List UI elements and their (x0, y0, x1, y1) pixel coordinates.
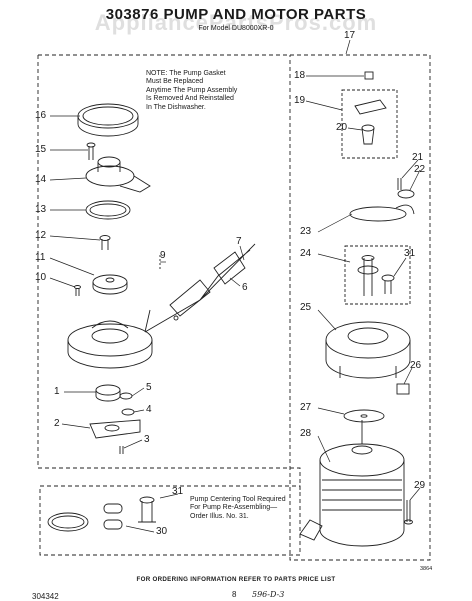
callout-1: 1 (54, 386, 60, 397)
part-23-bracket (349, 204, 415, 222)
callout-23: 23 (300, 226, 312, 237)
callout-24: 24 (300, 248, 312, 259)
callout-28: 28 (300, 428, 312, 439)
callout-17: 17 (344, 30, 356, 41)
part-14-housing (85, 156, 151, 193)
part-2-bracket (89, 419, 141, 439)
part-28-motor (299, 420, 405, 547)
callout-16: 16 (35, 110, 47, 121)
note-line: In The Dishwasher. (146, 103, 206, 111)
callout-20: 20 (336, 122, 348, 133)
part-18-nut (364, 71, 374, 80)
callout-29: 29 (414, 480, 426, 491)
part-26-clip (396, 383, 410, 395)
callout-25: 25 (300, 302, 312, 313)
callout-18: 18 (294, 70, 306, 81)
callout-22: 22 (414, 164, 426, 175)
part-30-kit (47, 503, 123, 532)
callout-21: 21 (412, 152, 424, 163)
part-11-impeller (92, 274, 128, 295)
handwritten-code: 596-D-3 (252, 590, 285, 599)
watermark: AppliancePartsPros.com (94, 10, 378, 35)
tool-note-line: Pump Centering Tool Required (190, 496, 286, 503)
callout-10: 10 (35, 272, 47, 283)
outer-frame-right (289, 54, 431, 561)
leader-lines (49, 39, 421, 533)
pump-base (67, 320, 153, 369)
part-3-screw (119, 446, 124, 454)
callout-2: 2 (54, 418, 60, 429)
part-1-seal (95, 384, 121, 402)
part-12-bolt (99, 235, 111, 250)
tool-note-line: Order Illus. No. 31. (190, 512, 249, 520)
ordering-info: FOR ORDERING INFORMATION REFER TO PARTS … (136, 576, 336, 583)
callout-9: 9 (160, 250, 166, 261)
callout-27: 27 (300, 402, 312, 413)
gasket-note: NOTE: The Pump Gasket Must Be Replaced A… (146, 70, 276, 112)
part-5-washer (119, 392, 133, 400)
callout-4: 4 (146, 404, 152, 415)
part-21-screw (397, 178, 402, 190)
callout-11: 11 (35, 252, 46, 263)
callout-5: 5 (146, 382, 152, 393)
callout-19: 19 (294, 95, 306, 106)
callout-30: 30 (156, 526, 168, 537)
part-24-group (344, 245, 411, 305)
part-9-assembly (144, 243, 256, 333)
part-16-gasket (77, 103, 139, 137)
page-number: 8 (232, 590, 237, 599)
model-subtitle: For Model DU8000XR-0 (198, 25, 274, 32)
note-line: NOTE: The Pump Gasket (146, 70, 226, 77)
part-4-ring (121, 408, 135, 416)
document-number: 304342 (32, 592, 59, 601)
callout-3: 3 (144, 434, 150, 445)
callout-13: 13 (35, 204, 47, 215)
callout-31-right: 31 (404, 248, 416, 259)
callout-31-bottom: 31 (172, 486, 184, 497)
part-25-motor-housing (325, 321, 411, 379)
callout-26: 26 (410, 360, 422, 371)
part-19-group (341, 89, 398, 159)
page-title: 303876 PUMP AND MOTOR PARTS (105, 6, 367, 23)
part-27-disc (343, 409, 385, 423)
callout-12: 12 (35, 230, 47, 241)
note-line: Must Be Replaced (146, 78, 204, 86)
part-31-tool-bottom (138, 496, 156, 523)
callout-6: 6 (242, 282, 248, 293)
part-15-screw (86, 142, 96, 160)
tool-box-frame (39, 485, 301, 556)
tool-note: Pump Centering Tool Required For Pump Re… (190, 496, 310, 521)
outer-frame-left (37, 54, 330, 492)
part-22-washer (397, 189, 415, 199)
note-line: Anytime The Pump Assembly (146, 86, 238, 94)
tool-note-line: For Pump Re-Assembling— (190, 504, 278, 512)
part-31-tool-right (381, 274, 395, 294)
callout-15: 15 (35, 144, 47, 155)
diagram-code: 3864 (420, 566, 433, 572)
callout-14: 14 (35, 174, 47, 185)
part-10-screw (74, 285, 81, 296)
callout-7: 7 (236, 236, 242, 247)
part-20-cap (361, 124, 375, 145)
part-13-oring (85, 200, 131, 220)
part-29-screw (404, 500, 413, 525)
note-line: Is Removed And Reinstalled (146, 95, 234, 103)
